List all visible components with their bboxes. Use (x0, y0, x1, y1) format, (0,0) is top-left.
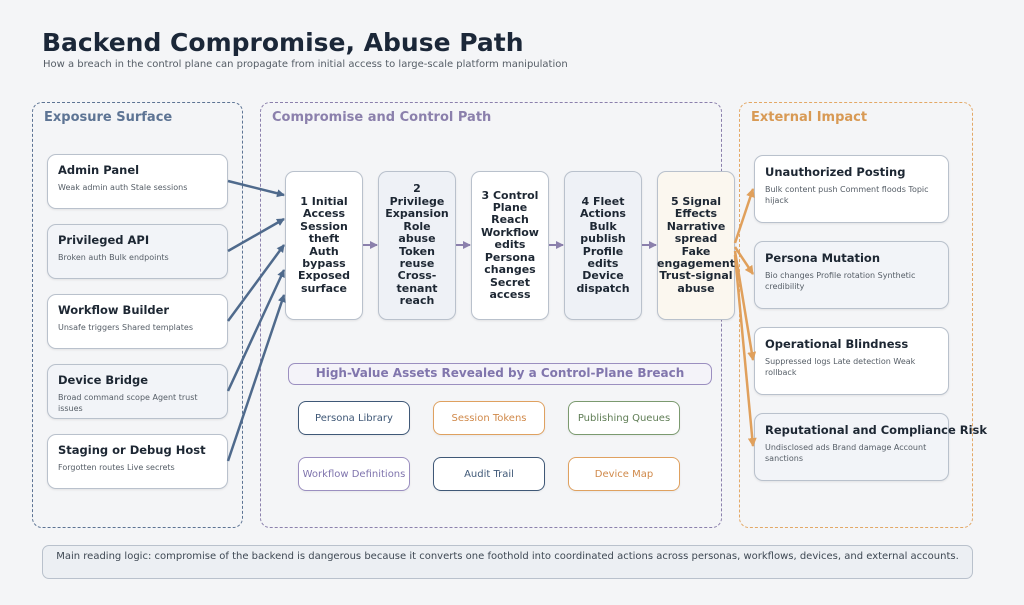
card-title: Workflow Builder (58, 303, 170, 317)
card-desc: Bio changes Profile rotation Synthetic c… (765, 271, 916, 291)
arrow-to-unauthorized-posting (733, 188, 755, 244)
card-title: Privileged API (58, 233, 150, 247)
footer-summary: Main reading logic: compromise of the ba… (42, 545, 973, 579)
exposure-card-privileged-api: Privileged API Broken auth Bulk endpoint… (47, 224, 228, 279)
exposure-card-admin-panel: Admin Panel Weak admin auth Stale sessio… (47, 154, 228, 209)
asset-publishing-queues: Publishing Queues (568, 401, 680, 435)
arrow-to-operational-blindness (733, 250, 757, 361)
asset-device-map: Device Map (568, 457, 680, 491)
card-title: Persona Mutation (765, 251, 881, 265)
arrow-workflow-to-access (226, 244, 286, 322)
asset-session-tokens: Session Tokens (433, 401, 545, 435)
card-desc: Undisclosed ads Brand damage Account san… (765, 443, 927, 463)
card-desc: Broad command scope Agent trust issues (58, 393, 198, 413)
arrow-api-to-access (227, 217, 285, 253)
card-desc: Bulk content push Comment floods Topic h… (765, 185, 929, 205)
exposure-card-device-bridge: Device Bridge Broad command scope Agent … (47, 364, 228, 419)
page-subtitle: How a breach in the control plane can pr… (43, 59, 568, 70)
card-desc: Forgotten routes Live secrets (58, 463, 175, 472)
card-title: Unauthorized Posting (765, 165, 906, 179)
compromise-panel-title: Compromise and Control Path (272, 110, 492, 125)
card-title: Operational Blindness (765, 337, 909, 351)
assets-title: High-Value Assets Revealed by a Control-… (288, 363, 712, 385)
arrow-device-to-access (226, 269, 286, 392)
impact-card-reputational-risk: Reputational and Compliance Risk Undiscl… (754, 413, 988, 481)
exposure-panel (32, 102, 243, 528)
arrow-to-persona-mutation (733, 246, 755, 275)
impact-panel-title: External Impact (751, 110, 868, 125)
card-title: Reputational and Compliance Risk (765, 423, 988, 437)
asset-workflow-definitions: Workflow Definitions (298, 457, 410, 491)
page-title: Backend Compromise, Abuse Path (42, 28, 524, 57)
card-desc: Broken auth Bulk endpoints (58, 253, 169, 262)
impact-card-persona-mutation: Persona Mutation Bio changes Profile rot… (754, 241, 949, 309)
arrow-staging-to-access (226, 294, 286, 462)
card-title: Admin Panel (58, 163, 140, 177)
arrow-to-reputational-risk (733, 254, 757, 447)
card-title: Device Bridge (58, 373, 149, 387)
card-title: Staging or Debug Host (58, 443, 206, 457)
asset-audit-trail: Audit Trail (433, 457, 545, 491)
exposure-panel-title: Exposure Surface (44, 110, 173, 125)
exposure-card-staging-host: Staging or Debug Host Forgotten routes L… (47, 434, 228, 489)
card-desc: Unsafe triggers Shared templates (58, 323, 193, 332)
asset-persona-library: Persona Library (298, 401, 410, 435)
card-desc: Suppressed logs Late detection Weak roll… (765, 357, 916, 377)
impact-card-unauthorized-posting: Unauthorized Posting Bulk content push C… (754, 155, 949, 223)
impact-card-operational-blindness: Operational Blindness Suppressed logs La… (754, 327, 949, 395)
card-desc: Weak admin auth Stale sessions (58, 183, 188, 192)
exposure-card-workflow-builder: Workflow Builder Unsafe triggers Shared … (47, 294, 228, 349)
arrow-admin-to-access (227, 179, 285, 198)
